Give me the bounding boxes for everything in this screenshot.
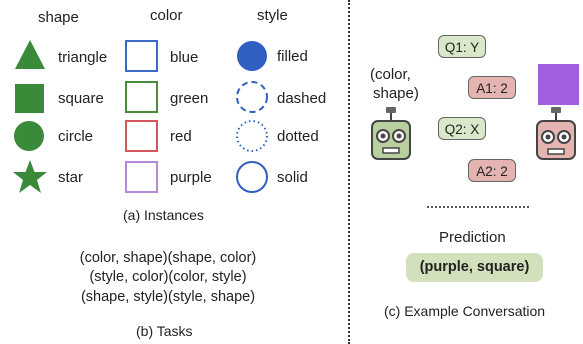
question-1-bubble: Q1: Y	[438, 35, 486, 58]
star-icon	[13, 160, 47, 193]
shape-header: shape	[38, 9, 79, 26]
color-label-red: red	[170, 128, 192, 145]
shape-label-circle: circle	[58, 128, 94, 145]
color-label-green: green	[170, 90, 209, 107]
shape-label-star: star	[58, 169, 84, 186]
filled-circle-icon	[237, 41, 267, 71]
green-square-icon	[125, 81, 158, 113]
solid-circle-icon	[236, 161, 268, 193]
red-square-icon	[125, 120, 158, 152]
style-label-solid: solid	[277, 169, 308, 186]
task-line-2: (style, color)(color, style)	[89, 269, 247, 285]
conversation-prompt-line-2: shape)	[373, 85, 419, 102]
color-header: color	[150, 7, 183, 24]
square-icon	[15, 84, 44, 113]
circle-icon	[14, 121, 44, 151]
prediction-value: (purple, square)	[406, 253, 543, 282]
robot-right-icon	[536, 107, 576, 160]
color-label-blue: blue	[170, 49, 199, 66]
dotted-circle-icon	[236, 120, 268, 152]
task-line-3: (shape, style)(style, shape)	[80, 289, 256, 305]
tasks-caption: (b) Tasks	[136, 323, 193, 339]
blue-square-icon	[125, 40, 158, 72]
style-label-filled: filled	[277, 48, 308, 65]
shape-label-square: square	[58, 90, 104, 107]
answer-1-bubble: A1: 2	[468, 76, 516, 99]
robot-left-icon	[371, 107, 411, 160]
question-2-bubble: Q2: X	[438, 117, 486, 140]
conversation-caption: (c) Example Conversation	[384, 303, 546, 319]
ellipsis-separator	[427, 206, 529, 208]
instances-caption: (a) Instances	[123, 207, 204, 223]
style-label-dashed: dashed	[277, 90, 327, 107]
prediction-label: Prediction	[439, 229, 506, 246]
style-header: style	[257, 7, 288, 24]
section-divider	[348, 0, 350, 344]
color-label-purple: purple	[170, 169, 212, 186]
answer-2-bubble: A2: 2	[468, 159, 516, 182]
target-purple-square	[538, 64, 579, 105]
shape-label-triangle: triangle	[58, 49, 108, 66]
purple-square-icon	[125, 161, 158, 193]
triangle-icon	[15, 40, 45, 69]
dashed-circle-icon	[236, 81, 268, 113]
style-label-dotted: dotted	[277, 128, 319, 145]
task-line-1: (color, shape)(shape, color)	[79, 250, 257, 266]
conversation-prompt-line-1: (color,	[370, 66, 411, 83]
